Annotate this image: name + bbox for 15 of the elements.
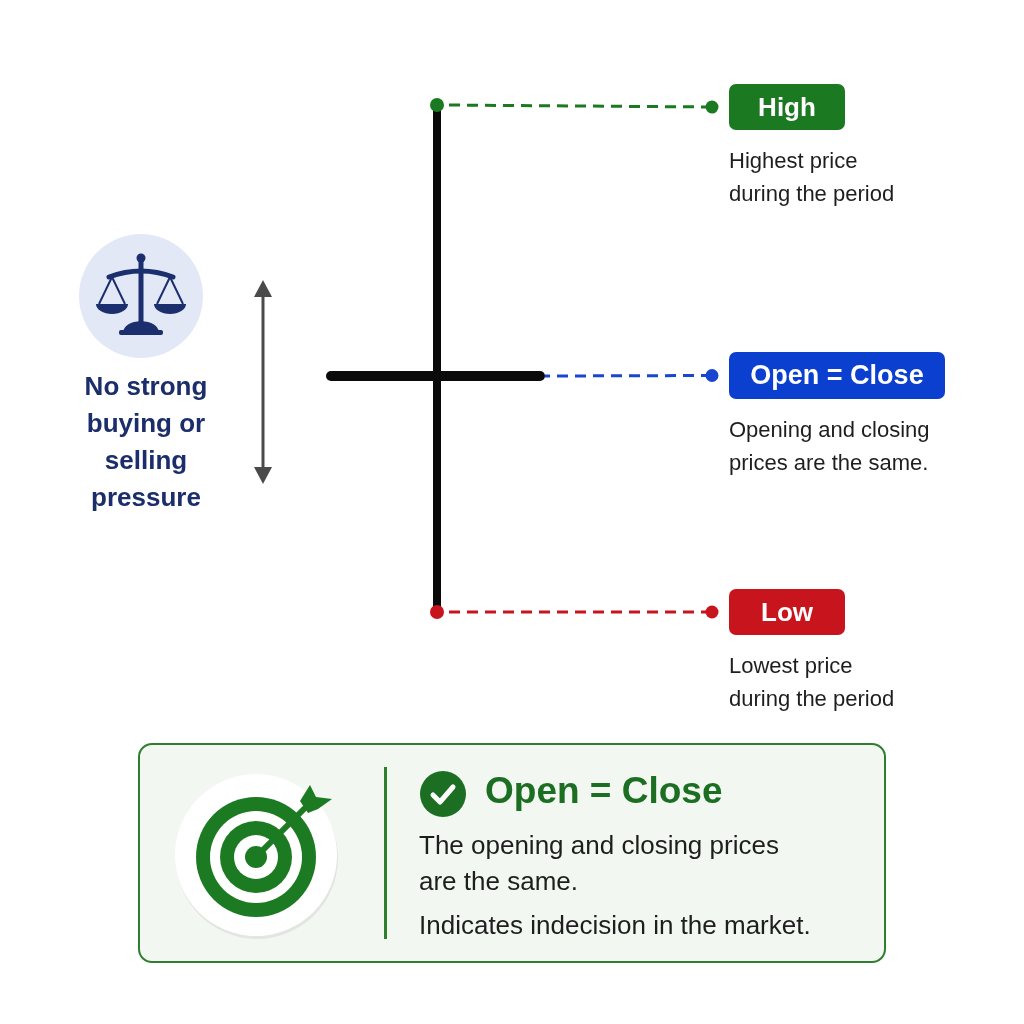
leader-line <box>545 369 719 382</box>
description-text: Highest price during the period <box>729 147 896 208</box>
point-marker <box>430 605 444 619</box>
note-text: Indicates indecision in the market. <box>419 909 812 942</box>
description-text: Lowest price during the period <box>729 652 896 713</box>
label-badge: High <box>729 84 845 130</box>
annotation-text: No strong buying or selling pressure <box>83 370 209 514</box>
label-badge: Low <box>729 589 845 635</box>
point-marker <box>430 98 444 112</box>
summary-panel <box>138 743 886 963</box>
description-text: The opening and closing prices are the same. <box>419 829 780 898</box>
candle-body <box>326 371 545 381</box>
description-text: Opening and closing prices are the same. <box>729 416 931 477</box>
panel-heading: Open = Close <box>485 769 724 813</box>
label-badge: Open = Close <box>729 352 945 399</box>
